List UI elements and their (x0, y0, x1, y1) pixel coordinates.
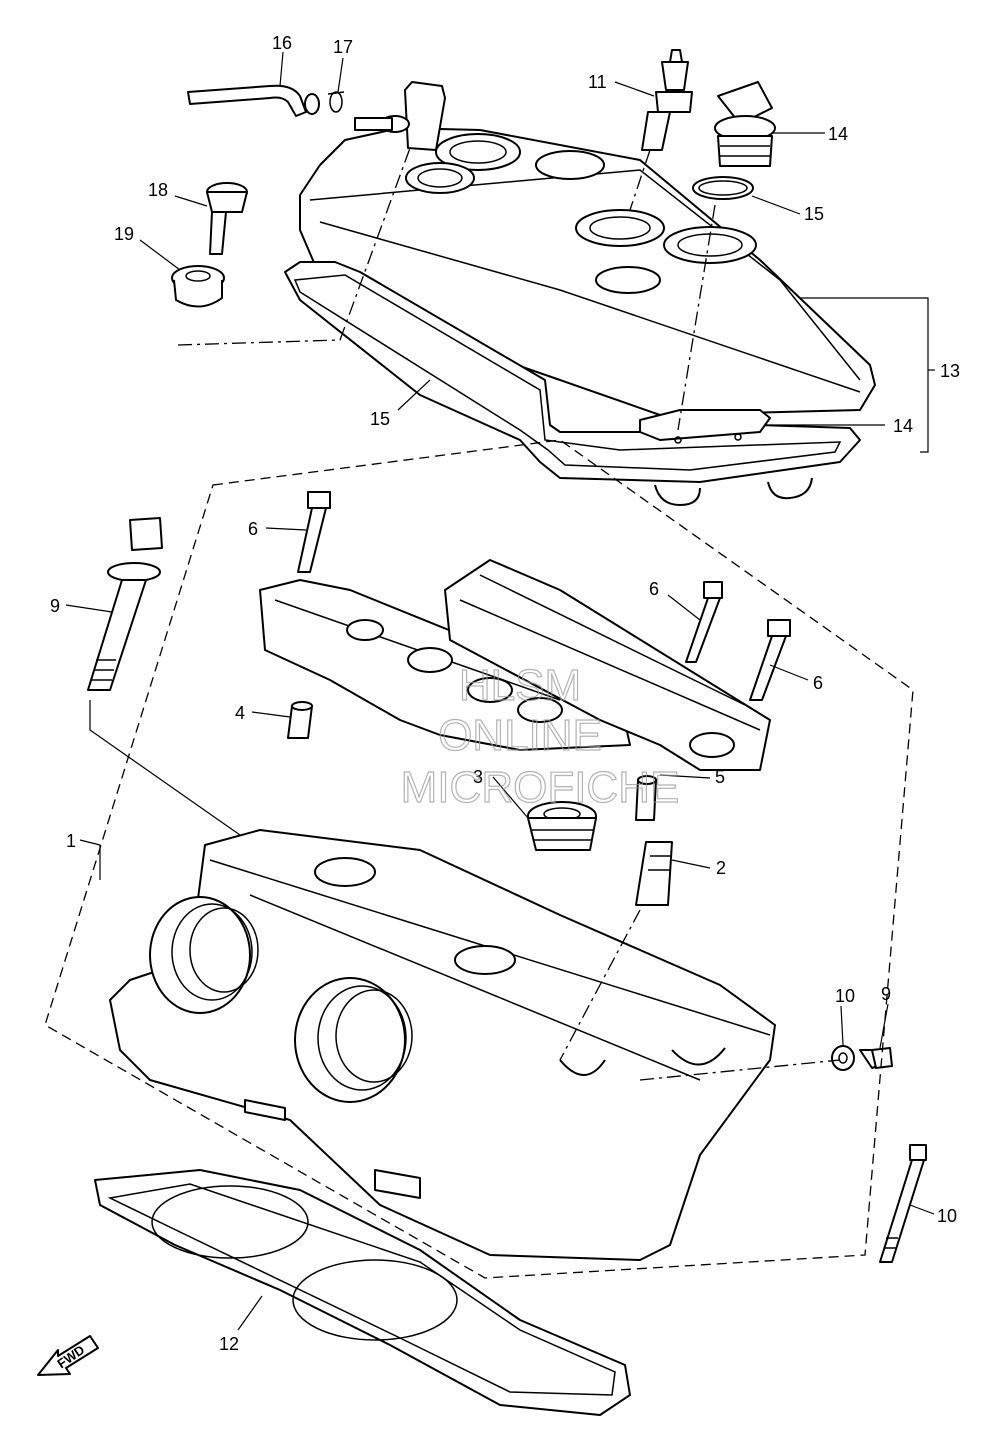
callout-2: 2 (716, 858, 726, 878)
cap-leader-link (677, 204, 716, 431)
callout-9: 9 (50, 596, 60, 616)
callout-17: 15 (804, 204, 824, 224)
cylinder-head-part (109, 829, 776, 1261)
bolt-10-part (879, 1144, 927, 1263)
callout-16: 14 (828, 124, 848, 144)
callout-3: 3 (473, 767, 483, 787)
callout-11: 11 (588, 72, 607, 92)
cover-plate-part (639, 409, 771, 444)
o-ring-part (692, 176, 754, 200)
callout-12: 12 (219, 1334, 239, 1354)
camshaft-cap-right-part (444, 559, 771, 771)
callout-19: 17 (333, 37, 353, 57)
callout-21: 19 (114, 224, 134, 244)
callout-14: 14 (893, 416, 913, 436)
watermark-line-2: ONLINE (438, 711, 602, 760)
callout-20: 18 (148, 180, 168, 200)
callout-4: 4 (235, 703, 245, 723)
callout-7: 9 (881, 984, 891, 1004)
watermark: HLSM ONLINE MICROFICHE (400, 660, 680, 812)
head-gasket-part (94, 1169, 631, 1416)
spark-plug-part (641, 49, 693, 151)
camshaft-cap-left-part (259, 579, 631, 751)
bolt-6a-part (297, 491, 331, 573)
callout-1: 1 (66, 831, 76, 851)
callout-8: 10 (835, 986, 855, 1006)
cover-gasket-part (284, 261, 861, 483)
plug-part (527, 801, 597, 851)
bolt-6b-part (685, 581, 723, 663)
guide-leader-link (559, 909, 641, 1061)
callout-10: 10 (937, 1206, 957, 1226)
washer-8-part (831, 1045, 855, 1071)
callout-6b: 6 (649, 579, 659, 599)
callout-6a: 6 (248, 519, 258, 539)
watermark-line-3: MICROFICHE (401, 763, 680, 812)
oil-cap-part (714, 81, 776, 167)
callout-6c: 6 (813, 673, 823, 693)
dowel-pin-5-part (635, 775, 657, 821)
clip-part (327, 91, 345, 113)
bolt-7-part (859, 1047, 893, 1069)
callout-18: 16 (272, 33, 292, 53)
hose-part (187, 84, 320, 117)
dowel-pin-4-part (287, 701, 313, 739)
callout-15: 15 (370, 409, 390, 429)
valve-guide-part (635, 841, 673, 906)
cover-assembly-link (177, 147, 411, 346)
bolt-leader-link (639, 1059, 841, 1081)
watermark-line-1: HLSM (459, 661, 581, 710)
callout-13: 13 (940, 361, 960, 381)
cover-bolt-part (206, 182, 248, 255)
fwd-arrow-icon: FWD (37, 1335, 99, 1376)
head-cover-part (299, 81, 876, 506)
callout-5: 5 (715, 767, 725, 787)
cylinder-assembly-outline (44, 439, 914, 1279)
bolt-9-part (87, 517, 163, 691)
plug-leader-link (629, 149, 651, 211)
bolt-6c-part (749, 619, 791, 701)
cover-grommet-part (171, 265, 225, 308)
